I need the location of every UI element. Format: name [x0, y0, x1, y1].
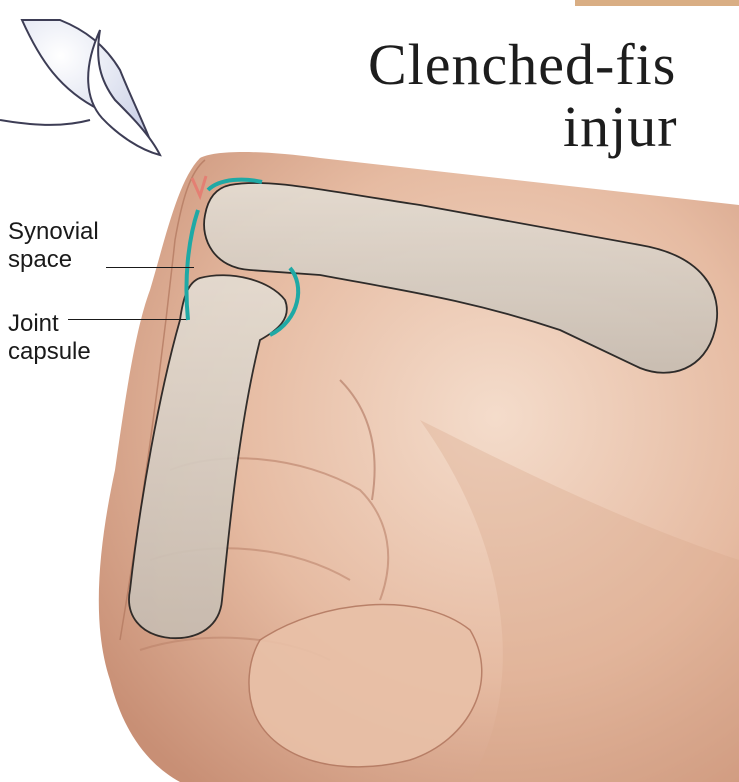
synovial-leader-line: [106, 267, 194, 268]
label-synovial-line2: space: [8, 246, 99, 274]
title-line-2: injur: [563, 98, 678, 156]
joint-capsule-leader-line: [68, 319, 186, 320]
header-tab: [575, 0, 739, 6]
label-joint-line1: Joint: [8, 310, 91, 338]
label-joint-line2: capsule: [8, 338, 91, 366]
label-synovial-space: Synovial space: [8, 218, 99, 274]
inset-sketch: [0, 20, 160, 155]
title-line-1: Clenched-fis: [368, 36, 676, 94]
label-synovial-line1: Synovial: [8, 218, 99, 246]
